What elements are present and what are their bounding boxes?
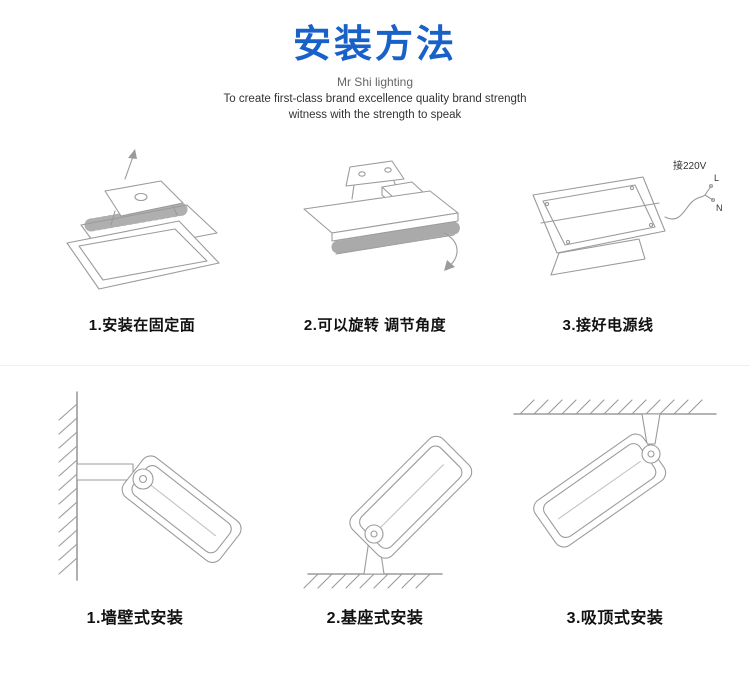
floodlight-rotation-illustration <box>303 160 461 271</box>
mount-caption: 2.基座式安装 <box>326 609 424 627</box>
live-wire-label: L <box>714 173 719 183</box>
ceiling-mount-illustration <box>513 399 717 548</box>
installation-steps-row: 1.安装在固定面 <box>0 141 750 335</box>
step-figure-fix-surface: 1.安装在固定面 <box>26 141 259 335</box>
mount-types-row: 1.墙壁式安装 2.基座式安装 <box>0 364 750 628</box>
floodlight-bracket-illustration <box>66 148 220 290</box>
mount-figure-ceiling: 3.吸顶式安装 <box>495 382 735 628</box>
wall-mount-illustration <box>58 390 242 581</box>
step-figure-rotate: 2.可以旋转 调节角度 <box>259 141 492 335</box>
step-caption: 2.可以旋转 调节角度 <box>303 316 447 334</box>
step-caption: 1.安装在固定面 <box>88 316 196 334</box>
neutral-wire-label: N <box>716 203 723 213</box>
tagline-line1: To create first-class brand excellence q… <box>223 92 527 105</box>
brand-name: Mr Shi lighting <box>336 74 414 89</box>
mount-figure-wall: 1.墙壁式安装 <box>15 382 255 628</box>
mount-figure-base: 2.基座式安装 <box>255 382 495 628</box>
voltage-label: 接220V <box>673 159 707 172</box>
mount-caption: 1.墙壁式安装 <box>86 609 184 627</box>
tagline-line2: witness with the strength to speak <box>288 108 462 121</box>
step-caption: 3.接好电源线 <box>562 316 654 334</box>
header: 安装方法 Mr Shi lighting To create first-cla… <box>0 24 750 121</box>
base-mount-illustration <box>303 435 473 589</box>
mount-caption: 3.吸顶式安装 <box>566 609 664 627</box>
floodlight-wiring-illustration: 接220V L N <box>532 159 723 276</box>
page-title: 安装方法 <box>292 24 457 66</box>
step-figure-wiring: 接220V L N 3.接好电源线 <box>492 141 725 335</box>
